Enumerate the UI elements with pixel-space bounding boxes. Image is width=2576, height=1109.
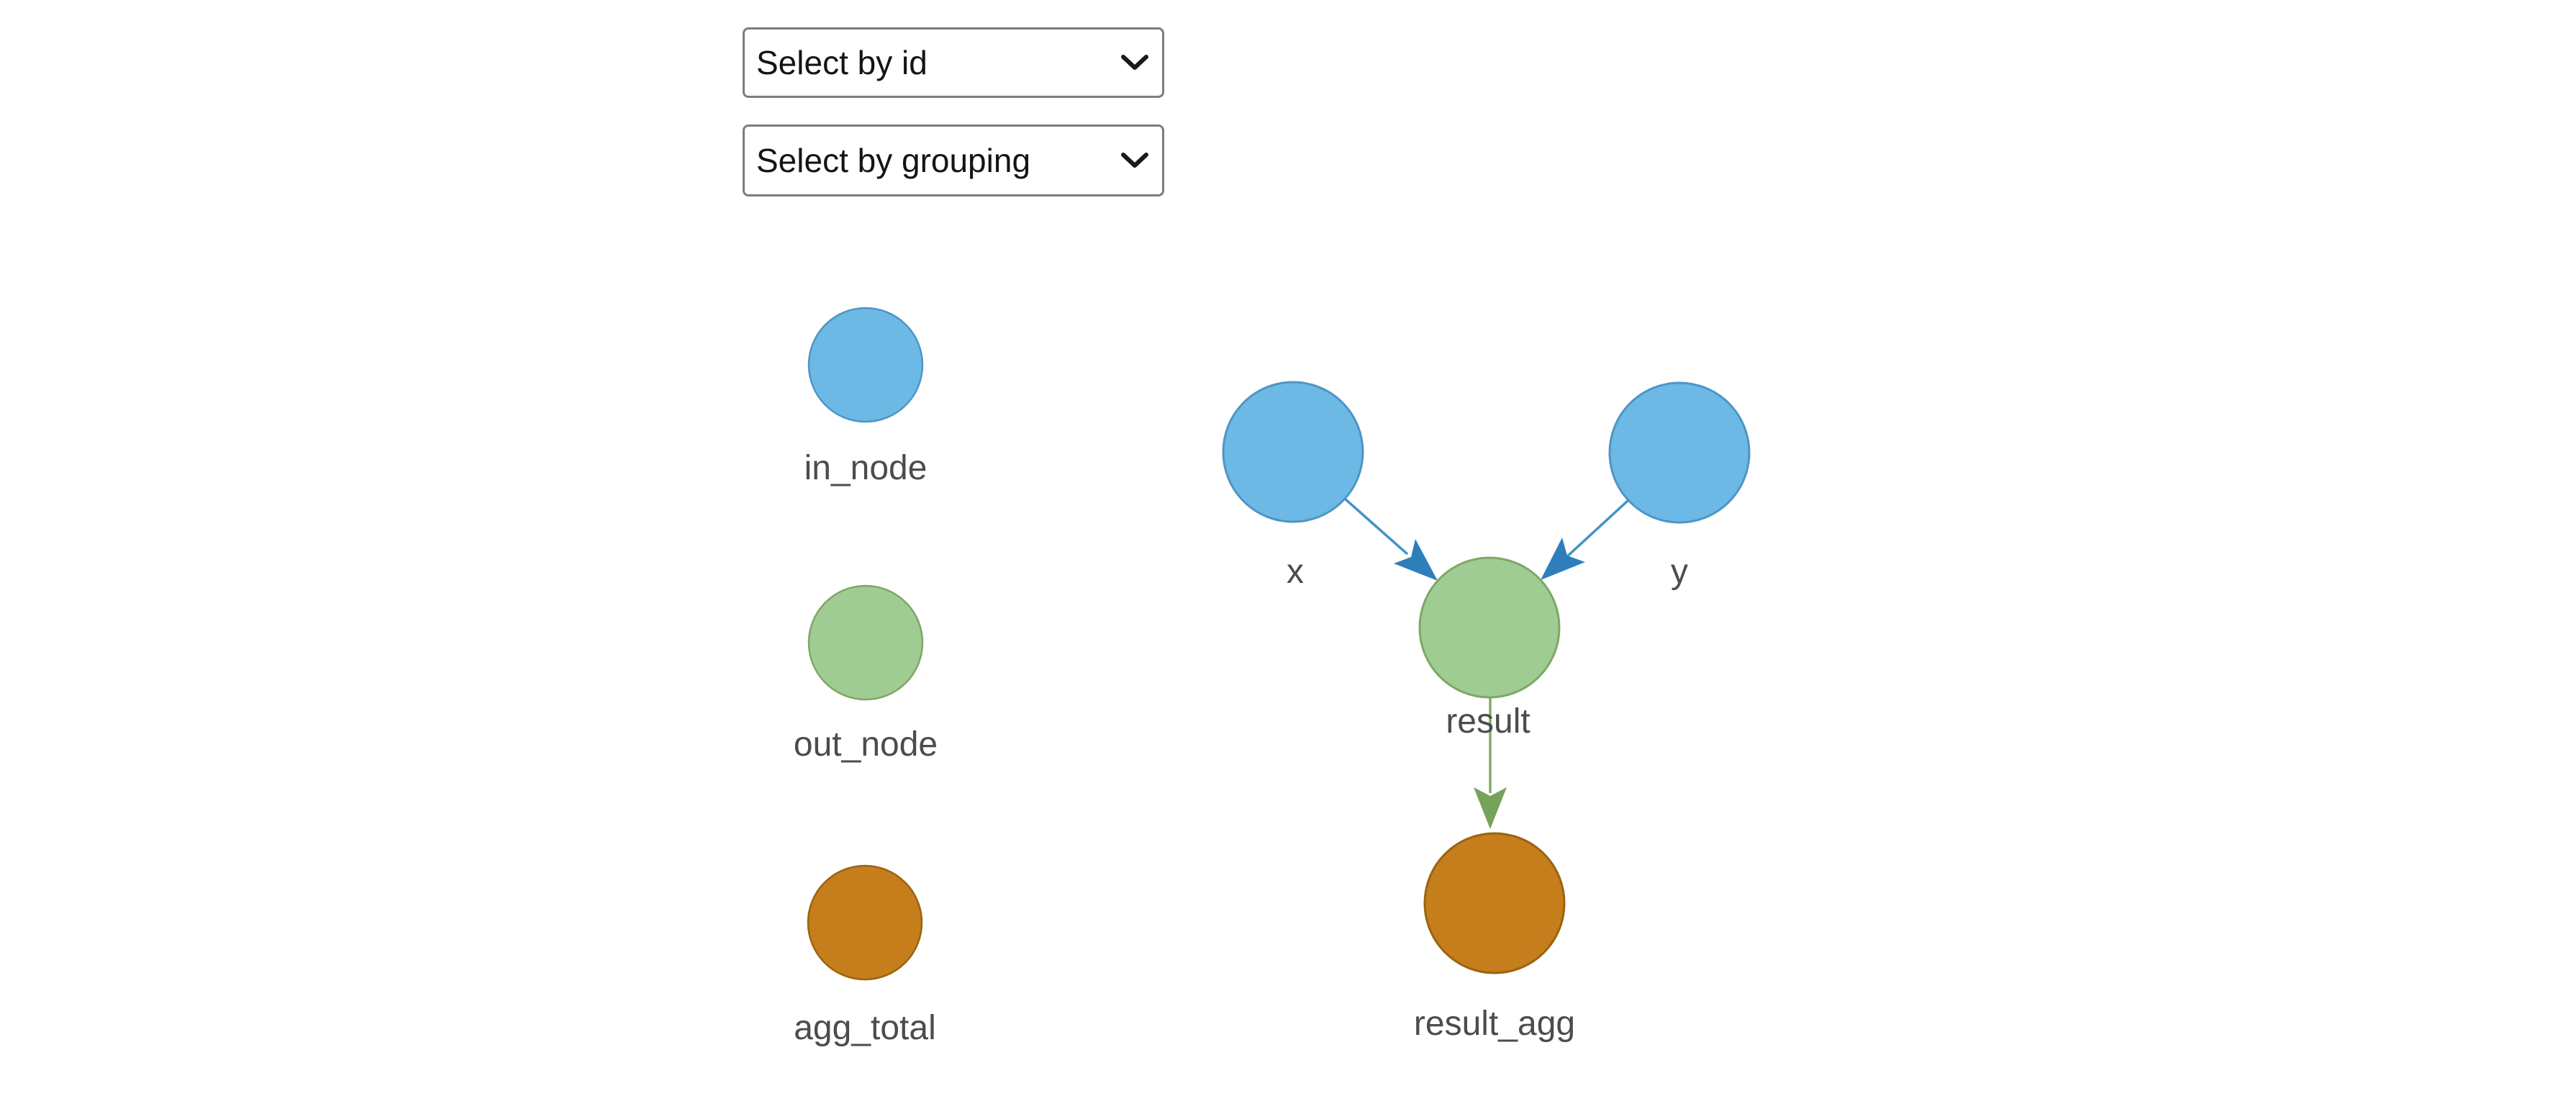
node-result-agg-label: result_agg (1414, 1005, 1575, 1043)
graph-nodes (1222, 381, 1751, 974)
edge-x-result-arrowhead-icon (1394, 539, 1438, 581)
legend-agg-total-circle (807, 864, 923, 981)
legend-out-node-label: out_node (794, 725, 938, 764)
legend-out-node-circle (807, 584, 924, 701)
edge-y-result-arrowhead-icon (1541, 538, 1585, 580)
legend-in-node-circle (807, 307, 924, 423)
graph-edges (1343, 497, 1630, 829)
select-by-id[interactable]: Select by id (743, 27, 1164, 98)
select-by-grouping-wrap: Select by grouping (743, 125, 1164, 196)
legend-in-node-label: in_node (804, 449, 928, 487)
select-by-grouping[interactable]: Select by grouping (743, 125, 1164, 196)
node-x[interactable] (1222, 381, 1364, 523)
legend: in_node out_node agg_total (794, 307, 938, 1047)
graph-node-labels: x y result result_agg (1287, 553, 1688, 1043)
edge-y-result (1564, 499, 1630, 559)
legend-agg-total-label: agg_total (794, 1009, 936, 1047)
node-y[interactable] (1608, 381, 1751, 524)
edge-result-resultagg-arrowhead-icon (1474, 787, 1507, 829)
node-result-agg[interactable] (1423, 832, 1566, 974)
node-result-label: result (1446, 702, 1530, 741)
node-result[interactable] (1418, 556, 1561, 699)
node-y-label: y (1671, 553, 1688, 591)
select-by-id-wrap: Select by id (743, 27, 1164, 98)
edge-x-result (1343, 497, 1409, 556)
node-x-label: x (1287, 553, 1304, 591)
